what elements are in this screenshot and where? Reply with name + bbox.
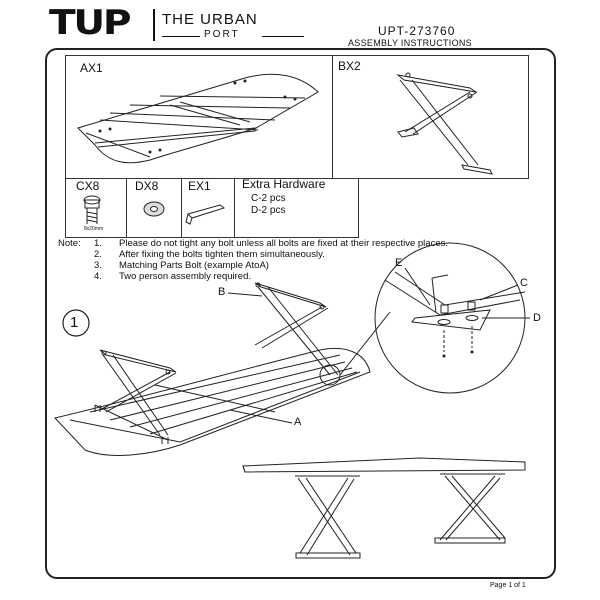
- note-3-number: 3.: [94, 260, 102, 271]
- note-2-text: After fixing the bolts tighten them simu…: [119, 249, 325, 260]
- bolt-size-label: 8x20mm: [84, 226, 104, 232]
- brand-name-line2: PORT: [204, 29, 240, 40]
- page-number: Page 1 of 1: [490, 582, 526, 589]
- part-cell-bx2: [332, 55, 529, 179]
- document-code: UPT-273760: [378, 24, 456, 38]
- note-2-number: 2.: [94, 249, 102, 260]
- note-1-text: Please do not tight any bolt unless all …: [119, 238, 448, 249]
- logo-mark: TUP: [49, 3, 131, 43]
- notes-label: Note:: [58, 238, 81, 249]
- callout-e: E: [395, 257, 403, 269]
- page-frame: [45, 48, 556, 579]
- extra-hardware-d: D-2 pcs: [251, 205, 286, 216]
- note-1-number: 1.: [94, 238, 102, 249]
- part-label-cx8: CX8: [76, 179, 100, 193]
- part-label-dx8: DX8: [135, 179, 159, 193]
- callout-d: D: [533, 312, 541, 324]
- logo-divider: [153, 9, 155, 41]
- document-subtitle: ASSEMBLY INSTRUCTIONS: [348, 38, 472, 48]
- extra-hardware-c: C-2 pcs: [251, 193, 286, 204]
- step-number: 1: [70, 314, 79, 331]
- part-label-ax1: AX1: [80, 61, 103, 75]
- note-3-text: Matching Parts Bolt (example AtoA): [119, 260, 269, 271]
- brand-rule-right: [262, 36, 304, 37]
- callout-b: B: [218, 286, 226, 298]
- brand-name-line1: THE URBAN: [162, 11, 258, 28]
- callout-c: C: [520, 277, 528, 289]
- note-4-text: Two person assembly required.: [119, 271, 252, 282]
- note-4-number: 4.: [94, 271, 102, 282]
- part-cell-extra: [234, 178, 359, 238]
- part-label-ex1: EX1: [188, 179, 211, 193]
- extra-hardware-title: Extra Hardware: [242, 177, 326, 191]
- callout-a: A: [294, 416, 302, 428]
- part-label-bx2: BX2: [338, 59, 361, 73]
- brand-rule-left: [162, 36, 200, 37]
